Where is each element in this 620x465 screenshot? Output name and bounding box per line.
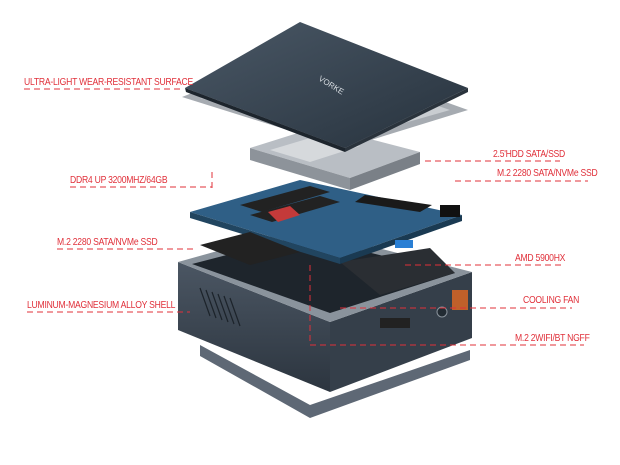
label-shell: LUMINUM-MAGNESIUM ALLOY SHELL — [27, 299, 176, 311]
label-hdd: 2.5'HDD SATA/SSD — [493, 148, 566, 160]
label-wifi: M.2 2WIFI/BT NGFF — [515, 332, 590, 344]
top-lid: VORKE — [185, 22, 468, 152]
power-button-icon — [436, 306, 448, 318]
m2-ssd-left — [200, 232, 300, 265]
label-m2-right: M.2 2280 SATA/NVMe SSD — [497, 167, 598, 179]
amd-badge — [452, 290, 468, 310]
label-cpu: AMD 5900HX — [515, 252, 566, 264]
callout-lines — [24, 88, 588, 346]
base-stand — [200, 345, 470, 418]
label-surface: ULTRA-LIGHT WEAR-RESISTANT SURFACE — [24, 76, 193, 88]
label-fan: COOLING FAN — [523, 294, 580, 306]
label-ddr4: DDR4 UP 3200MHZ/64GB — [70, 174, 168, 186]
io-ports — [380, 318, 410, 328]
motherboard — [190, 180, 462, 264]
label-m2-left: M.2 2280 SATA/NVMe SSD — [57, 236, 158, 248]
